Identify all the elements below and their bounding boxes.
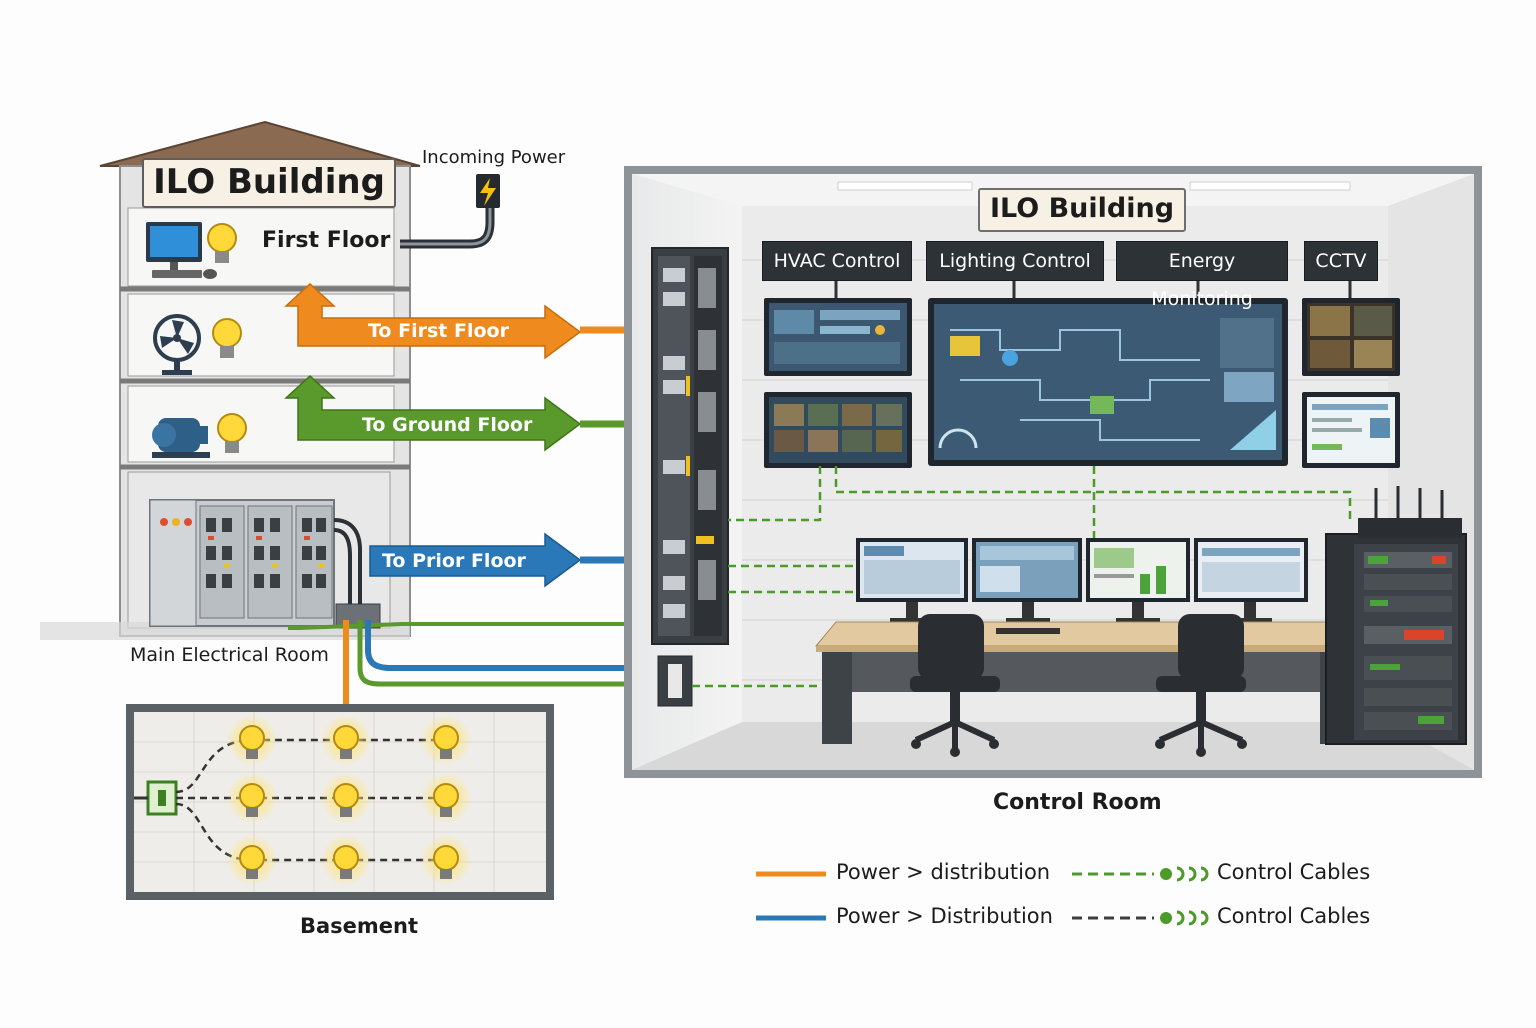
cctv-feed-screen: [764, 392, 912, 468]
computer-icon: [146, 222, 217, 279]
basement-lights: [226, 714, 472, 886]
main-video-wall: [928, 298, 1288, 466]
system-label-energy: Energy Monitoring: [1116, 241, 1288, 310]
office-chair: [1155, 614, 1247, 757]
legend-cable-icon: [1160, 866, 1209, 882]
legend-power-label: Power > distribution: [836, 860, 1051, 884]
bulb-icon-second-floor: [212, 318, 242, 358]
bulb-icon-ground-floor: [217, 413, 247, 453]
bulb-icon: [320, 714, 372, 766]
incoming-power-label: Incoming Power: [422, 147, 566, 168]
first-floor-label: First Floor: [262, 228, 391, 253]
incoming-power-feed: [400, 174, 500, 249]
hvac-screen: [764, 298, 912, 376]
motor-icon: [152, 418, 210, 458]
energy-report-screen: [1302, 392, 1400, 468]
arrow-label-ground-floor: To Ground Floor: [362, 414, 533, 436]
bulb-icon: [226, 772, 278, 824]
legend: [756, 866, 1209, 926]
bulb-icon: [420, 714, 472, 766]
bulb-icon: [226, 714, 278, 766]
office-chair: [910, 614, 1000, 757]
cctv-screen: [1302, 298, 1400, 376]
control-room-title: ILO Building: [978, 188, 1186, 232]
system-label-lighting: Lighting Control: [926, 241, 1104, 281]
keyboard: [996, 628, 1060, 634]
main-electrical-room-label: Main Electrical Room: [130, 644, 329, 666]
ceiling-light: [837, 181, 973, 191]
control-room-caption: Control Room: [993, 790, 1162, 815]
bulb-icon: [320, 772, 372, 824]
desk-monitor: [856, 538, 968, 624]
desk-monitor: [1194, 538, 1308, 624]
bulb-icon-first-floor: [207, 223, 237, 263]
server-rack: [1325, 486, 1467, 745]
router-icon: [1358, 518, 1462, 538]
legend-control-label: Control Cables: [1217, 904, 1371, 928]
lightning-icon: [480, 178, 496, 206]
distribution-panel: [651, 247, 729, 645]
arrow-label-first-floor: To First Floor: [368, 320, 509, 342]
arrow-label-prior-floor: To Prior Floor: [382, 550, 526, 572]
legend-power-label: Power > Distribution: [836, 904, 1053, 928]
ceiling-light: [1189, 181, 1351, 191]
system-label-cctv: CCTV: [1304, 241, 1378, 281]
basement-label: Basement: [300, 914, 419, 938]
main-electrical-panel: [149, 499, 335, 627]
desk-monitor: [972, 538, 1082, 624]
bulb-icon: [420, 834, 472, 886]
desk-monitor: [1086, 538, 1190, 624]
legend-control-label: Control Cables: [1217, 860, 1371, 884]
building-title: ILO Building: [142, 158, 396, 208]
bulb-icon: [420, 772, 472, 824]
fan-icon: [153, 314, 201, 375]
bulb-icon: [226, 834, 278, 886]
bulb-icon: [320, 834, 372, 886]
system-label-hvac: HVAC Control: [762, 241, 912, 281]
legend-cable-icon: [1160, 910, 1209, 926]
